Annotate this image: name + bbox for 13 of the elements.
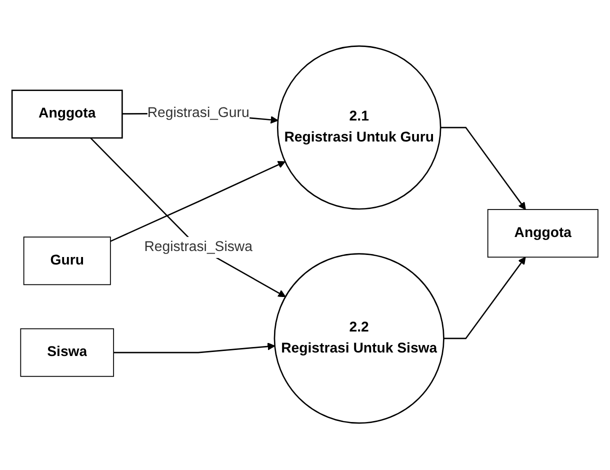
edge-label: Registrasi_Guru (147, 106, 250, 121)
arrow (440, 127, 526, 210)
node-box: Siswa (20, 328, 114, 378)
arrow (90, 138, 286, 298)
node-box: Anggota (11, 90, 123, 140)
arrow (110, 161, 286, 242)
arrow (444, 257, 526, 340)
node-circle: 2.2 Registrasi Untuk Siswa (274, 254, 444, 424)
node-circle: 2.1 Registrasi Untuk Guru (276, 46, 442, 210)
node-box: Anggota (487, 210, 598, 258)
node-box: Guru (23, 237, 111, 286)
arrow (114, 343, 276, 354)
edge-label: Registrasi_Siswa (144, 240, 252, 255)
